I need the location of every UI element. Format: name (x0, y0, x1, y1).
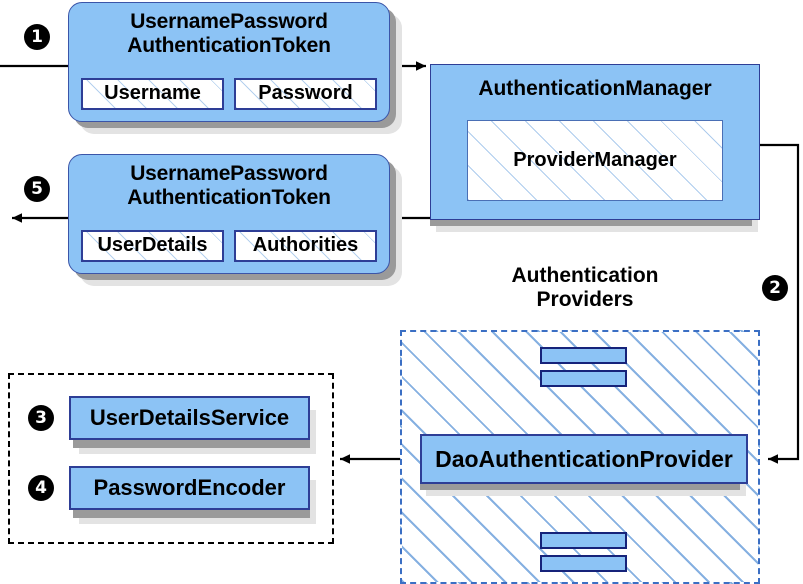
step-badge-4: 4 (28, 475, 54, 501)
authentication-manager-title: AuthenticationManager (478, 77, 712, 100)
response-token-title-line1: UsernamePassword (130, 162, 328, 185)
provider-bar-top-2[interactable] (540, 370, 627, 387)
userdetailsservice-box[interactable]: UserDetailsService (69, 396, 310, 440)
request-token-title-line2: AuthenticationToken (127, 33, 331, 57)
response-token-fields: UserDetails Authorities (81, 230, 377, 262)
request-token-field-username[interactable]: Username (81, 78, 224, 110)
arrow-manager-to-provider (760, 143, 800, 464)
request-token-title: UsernamePassword AuthenticationToken (69, 3, 389, 57)
request-token-box[interactable]: UsernamePassword AuthenticationToken Use… (68, 2, 390, 122)
step-badge-3: 3 (28, 405, 54, 431)
authentication-providers-label-line1: Authentication (511, 264, 659, 287)
dao-authentication-provider-box[interactable]: DaoAuthenticationProvider (420, 434, 748, 484)
provider-manager-box[interactable]: ProviderManager (467, 120, 723, 201)
dao-authentication-provider-label: DaoAuthenticationProvider (435, 445, 733, 472)
authentication-providers-label: Authentication Providers (440, 264, 730, 311)
response-token-field-authorities[interactable]: Authorities (234, 230, 377, 262)
provider-bar-top-1[interactable] (540, 347, 627, 364)
provider-bar-bottom-1[interactable] (540, 532, 627, 549)
step-badge-5: 5 (24, 176, 50, 202)
request-token-fields: Username Password (81, 78, 377, 110)
step-badge-1: 1 (24, 24, 50, 50)
response-token-title-line2: AuthenticationToken (127, 185, 331, 209)
response-token-field-userdetails[interactable]: UserDetails (81, 230, 224, 262)
userdetailsservice-label: UserDetailsService (89, 405, 290, 430)
passwordencoder-box[interactable]: PasswordEncoder (69, 466, 310, 510)
response-token-box[interactable]: UsernamePassword AuthenticationToken Use… (68, 154, 390, 274)
authentication-manager-box[interactable]: AuthenticationManager ProviderManager (430, 64, 760, 220)
dependencies-container (8, 373, 334, 544)
authentication-providers-label-line2: Providers (536, 287, 634, 311)
passwordencoder-label: PasswordEncoder (93, 475, 286, 500)
step-badge-2: 2 (762, 275, 788, 301)
request-token-field-password[interactable]: Password (234, 78, 377, 110)
request-token-title-line1: UsernamePassword (130, 10, 328, 33)
response-token-title: UsernamePassword AuthenticationToken (69, 155, 389, 209)
provider-bar-bottom-2[interactable] (540, 555, 627, 572)
